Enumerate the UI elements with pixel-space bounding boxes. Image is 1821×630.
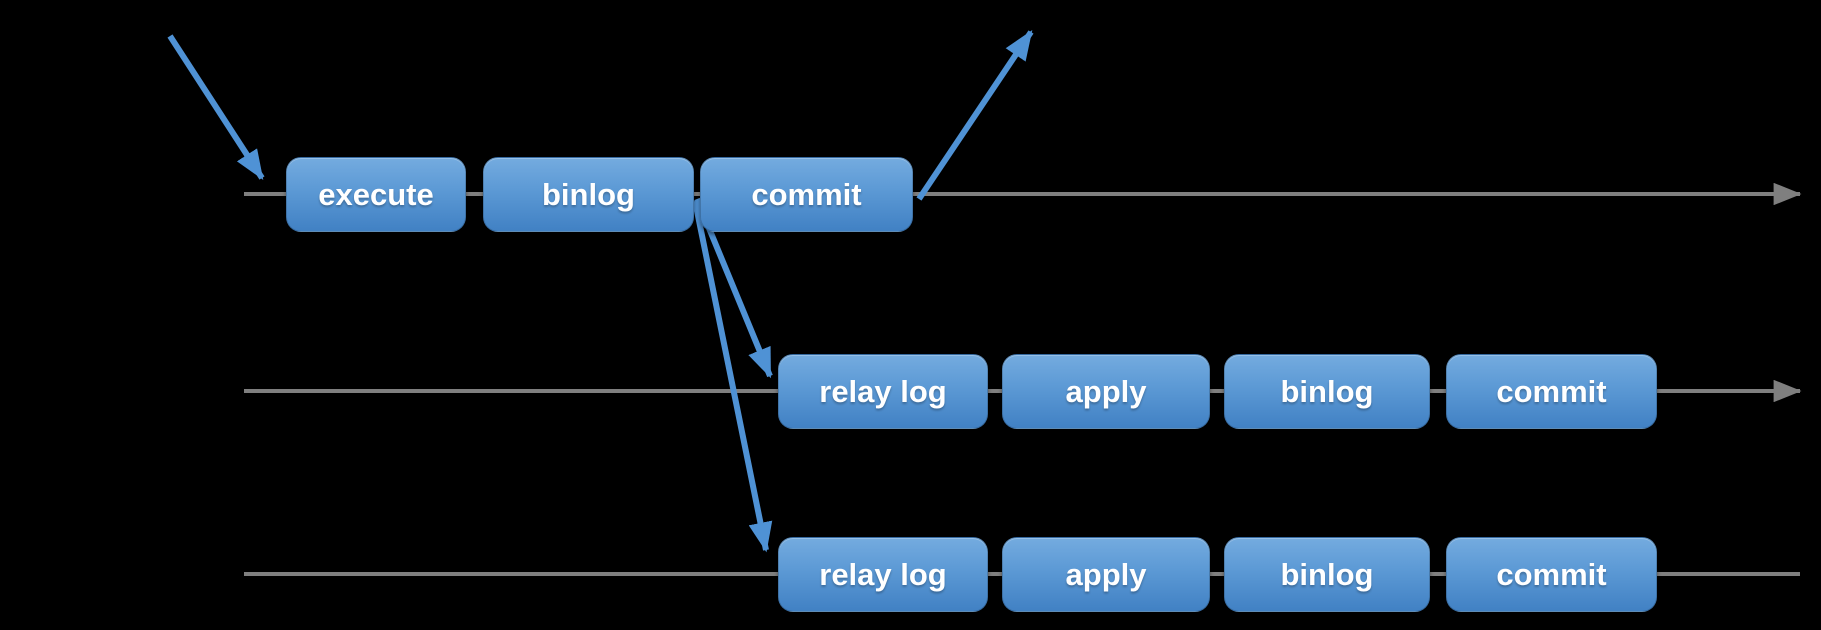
- box-binlog-replica-1: binlog: [1224, 354, 1430, 429]
- box-apply-replica-1: apply: [1002, 354, 1210, 429]
- incoming-transaction-arrow: [167, 34, 265, 181]
- box-binlog-replica-2: binlog: [1224, 537, 1430, 612]
- box-commit-replica-2: commit: [1446, 537, 1657, 612]
- box-commit-primary: commit: [700, 157, 913, 232]
- box-relay-log-replica-2: relay log: [778, 537, 988, 612]
- box-apply-replica-2: apply: [1002, 537, 1210, 612]
- box-binlog-primary: binlog: [483, 157, 694, 232]
- binlog-send-arrow-replica-2: [692, 200, 773, 553]
- box-relay-log-replica-1: relay log: [778, 354, 988, 429]
- commit-ack-arrow: [916, 30, 1034, 201]
- box-commit-replica-1: commit: [1446, 354, 1657, 429]
- box-execute: execute: [286, 157, 466, 232]
